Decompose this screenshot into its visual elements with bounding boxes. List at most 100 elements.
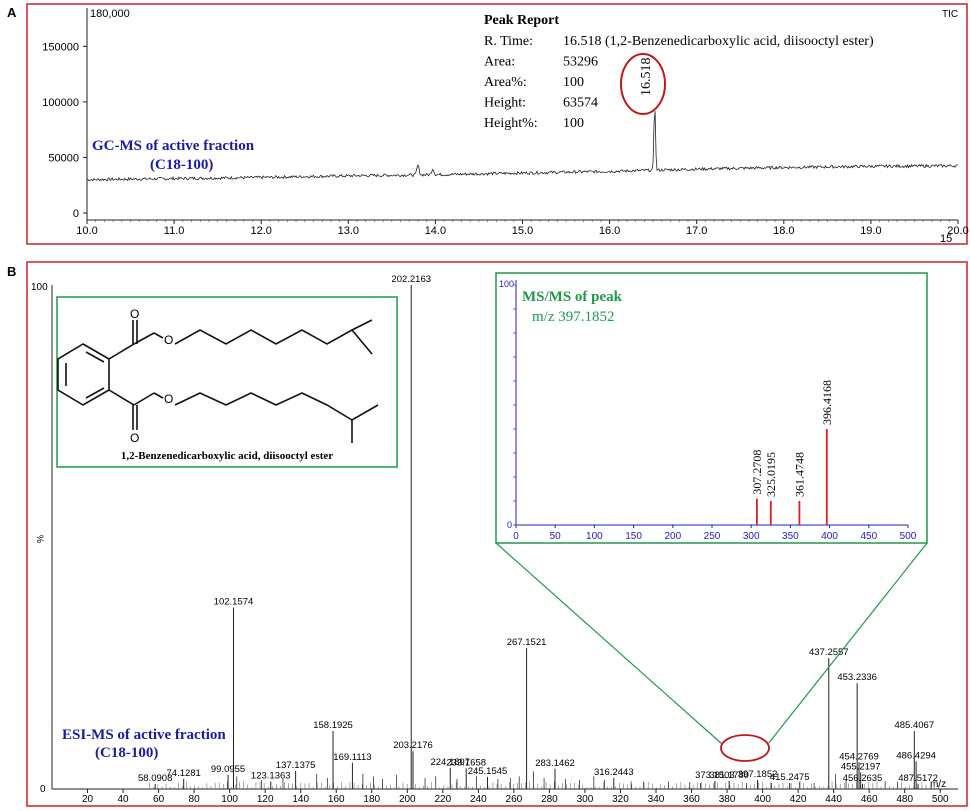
esims-peak-label: 74.1281 xyxy=(167,768,201,779)
esims-series-title: ESI-MS of active fraction xyxy=(62,727,226,743)
esims-x-tick-label: 120 xyxy=(257,794,274,805)
gcms-peak-label: 16.518 xyxy=(639,58,654,97)
gcms-x-tick-label: 11.0 xyxy=(164,225,185,237)
esims-x-tick-label: 220 xyxy=(434,794,451,805)
esims-ylabel: % xyxy=(35,535,45,543)
msms-title: MS/MS of peak xyxy=(522,289,623,305)
esims-target-circle xyxy=(720,734,770,762)
gcms-x-tick-label: 16.0 xyxy=(599,225,620,237)
esims-peak-label: 58.0908 xyxy=(138,773,172,784)
esims-peak-label: 486.4294 xyxy=(896,750,936,761)
esims-peak-label: 169.1113 xyxy=(333,752,371,763)
gcms-y-tick-label: 50000 xyxy=(48,152,79,164)
gcms-x-tick-label: 18.0 xyxy=(773,225,794,237)
esims-peak-label: 123.1363 xyxy=(251,770,291,781)
esims-peak-label: 487.5172 xyxy=(898,773,938,784)
structure-box: O O O O 1,2-Benzenedicarboxylic acid, di… xyxy=(56,296,398,468)
esims-peak-label: 485.4067 xyxy=(894,720,934,731)
benzene-ring xyxy=(57,319,379,443)
msms-x-tick-label: 450 xyxy=(860,531,877,542)
msms-x-tick-label: 300 xyxy=(743,531,760,542)
atom-o-lower-ester: O xyxy=(164,392,173,406)
atom-o-upper-ester: O xyxy=(164,333,173,347)
msms-frame xyxy=(495,272,928,544)
esims-x-tick-label: 360 xyxy=(683,794,700,805)
esims-peak-label: 158.1925 xyxy=(313,720,353,731)
gcms-x-tick-label: 19.0 xyxy=(860,225,881,237)
msms-x-tick-label: 0 xyxy=(513,531,519,542)
esims-x-tick-label: 100 xyxy=(221,794,238,805)
esims-x-tick-label: 460 xyxy=(861,794,878,805)
gcms-x-tick-label: 17.0 xyxy=(686,225,707,237)
peak-report-value: 53296 xyxy=(563,55,598,70)
gcms-x-tick-label: 15.0 xyxy=(512,225,533,237)
esims-peak-label: 99.0955 xyxy=(211,764,245,775)
structure-caption: 1,2-Benzenedicarboxylic acid, diisooctyl… xyxy=(121,450,333,462)
gcms-x-tick-label: 10.0 xyxy=(76,225,97,237)
zoom-line-right xyxy=(767,542,928,745)
esims-peak-label: 233.1658 xyxy=(446,757,486,768)
esims-x-tick-label: 500 xyxy=(932,794,949,805)
esims-x-tick-label: 380 xyxy=(719,794,736,805)
gcms-x-tick-label: 20.0 xyxy=(947,225,968,237)
peak-report-key: Area%: xyxy=(484,75,527,90)
esims-peak-label: 456.2635 xyxy=(843,773,883,784)
esims-peak-label: 381.1780 xyxy=(709,770,749,781)
panel-b-frame xyxy=(26,261,968,807)
gcms-series-subtitle: (C18-100) xyxy=(150,157,213,173)
esims-peak-label: 102.1574 xyxy=(214,597,254,608)
peak-report-title: Peak Report xyxy=(484,13,559,28)
esims-peak-label: 202.2163 xyxy=(391,274,431,285)
peak-report-key: R. Time: xyxy=(484,34,533,49)
msms-x-tick-label: 350 xyxy=(782,531,799,542)
msms-peak-label: 307.2708 xyxy=(750,450,764,495)
gcms-x-tick-label: 13.0 xyxy=(338,225,359,237)
esims-peak-label: 137.1375 xyxy=(276,760,316,771)
esims-x-tick-label: 280 xyxy=(541,794,558,805)
panel-label-b: B xyxy=(7,264,16,279)
esims-peak-label: 245.1545 xyxy=(468,766,508,777)
msms-peak-label: 396.4168 xyxy=(820,380,834,425)
panel-label-a: A xyxy=(7,5,17,20)
gcms-x-tick-label: 14.0 xyxy=(425,225,446,237)
esims-y-top-label: 100 xyxy=(31,282,48,293)
esims-x-tick-label: 300 xyxy=(577,794,594,805)
esims-y-bottom-label: 0 xyxy=(40,784,46,795)
panel-a-frame xyxy=(26,3,968,245)
esims-x-tick-label: 180 xyxy=(363,794,380,805)
peak-report-value: 100 xyxy=(563,75,584,90)
esims-peak-label: 397.1852 xyxy=(738,769,778,780)
esims-x-tick-label: 420 xyxy=(790,794,807,805)
esims-peak-label: 453.2336 xyxy=(837,672,877,683)
zoom-line-left xyxy=(495,542,723,745)
esims-peak-label: 267.1521 xyxy=(507,637,547,648)
esims-peak-label: 437.2557 xyxy=(809,647,849,658)
msms-x-tick-label: 200 xyxy=(664,531,681,542)
esims-x-tick-label: 60 xyxy=(153,794,165,805)
msms-peak-label: 325.0195 xyxy=(764,452,778,497)
esims-x-tick-label: 140 xyxy=(292,794,309,805)
esims-x-tick-label: 320 xyxy=(612,794,629,805)
esims-peak-label: 455.2197 xyxy=(841,761,881,772)
esims-x-tick-label: 240 xyxy=(470,794,487,805)
esims-peak-label: 224.1897 xyxy=(430,757,470,768)
msms-x-tick-label: 150 xyxy=(625,531,642,542)
msms-x-tick-label: 50 xyxy=(550,531,562,542)
gcms-y-tick-label: 150000 xyxy=(42,41,79,53)
atom-o-lower-carbonyl: O xyxy=(130,431,139,445)
msms-x-tick-label: 100 xyxy=(586,531,603,542)
esims-x-tick-label: 80 xyxy=(189,794,201,805)
peak-report-key: Area: xyxy=(484,55,515,70)
msms-y-bottom-label: 0 xyxy=(507,520,512,530)
gcms-x-extra-label: 15 xyxy=(940,233,952,245)
esims-x-tick-label: 480 xyxy=(896,794,913,805)
esims-peak-label: 203.2176 xyxy=(393,740,433,751)
msms-x-tick-label: 250 xyxy=(704,531,721,542)
msms-y-top-label: 100 xyxy=(499,279,514,289)
atom-o-upper-carbonyl: O xyxy=(130,307,139,321)
gcms-trace xyxy=(86,111,959,182)
